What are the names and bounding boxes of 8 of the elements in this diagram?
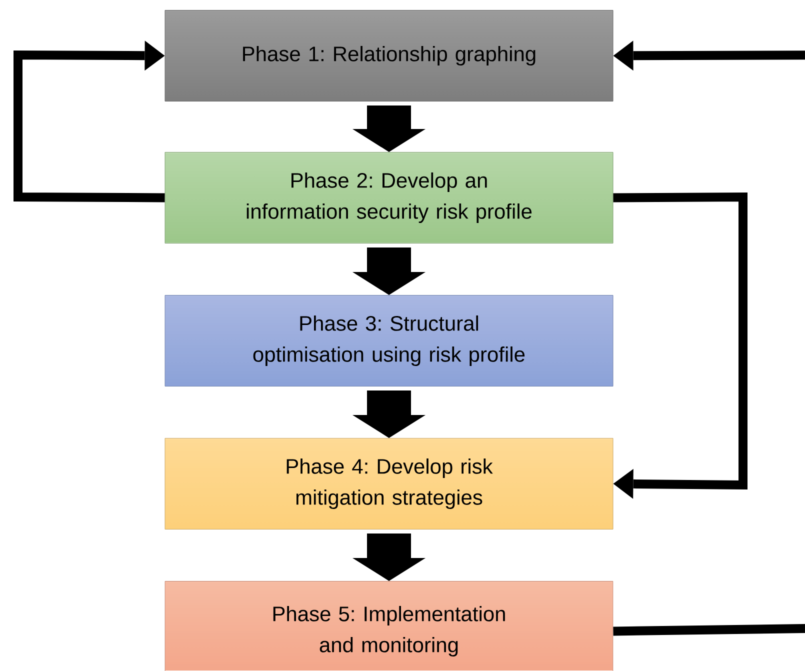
arrow bbox=[613, 40, 805, 636]
process-box: Phase 2: Develop an information security risk profile bbox=[164, 152, 614, 244]
arrow bbox=[14, 40, 165, 202]
process-box: Phase 5: Implementation and monitoring bbox=[164, 580, 614, 671]
arrow bbox=[613, 192, 748, 499]
process-box: Phase 1: Relationship graphing bbox=[164, 10, 614, 102]
process-box: Phase 3: Structural optimisation using risk profile bbox=[164, 295, 614, 386]
process-box: Phase 4: Develop risk mitigation strategies bbox=[164, 438, 614, 530]
